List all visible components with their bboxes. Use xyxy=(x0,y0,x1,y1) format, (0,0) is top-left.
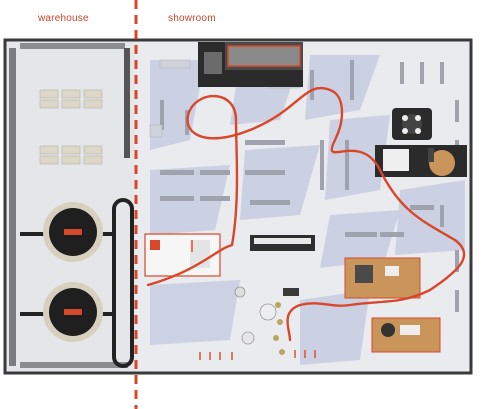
warehouse-label: warehouse xyxy=(38,13,89,24)
red-markers xyxy=(191,240,316,360)
showroom-area xyxy=(144,42,467,365)
conveyor-loop xyxy=(112,198,134,368)
shelving-units xyxy=(160,60,459,312)
carousel-top xyxy=(43,202,103,262)
warehouse-divider-rack xyxy=(124,48,130,158)
wood-lounge-upper xyxy=(344,257,421,299)
warehouse-area xyxy=(7,42,135,371)
dark-lounge xyxy=(375,145,467,177)
entrance-display xyxy=(198,42,303,87)
showroom-label: showroom xyxy=(168,13,216,24)
warehouse-rack-left xyxy=(9,48,16,366)
wood-lounge-lower xyxy=(371,317,441,353)
center-displays xyxy=(234,286,299,355)
round-table-block xyxy=(392,108,432,140)
pallet-rows xyxy=(39,89,103,165)
carousel-bottom xyxy=(43,282,103,342)
warehouse-rack-top xyxy=(20,43,125,49)
service-counter xyxy=(250,235,315,251)
customer-path xyxy=(146,87,466,342)
popup-room xyxy=(144,233,221,277)
warehouse-rack-bottom xyxy=(20,362,128,368)
